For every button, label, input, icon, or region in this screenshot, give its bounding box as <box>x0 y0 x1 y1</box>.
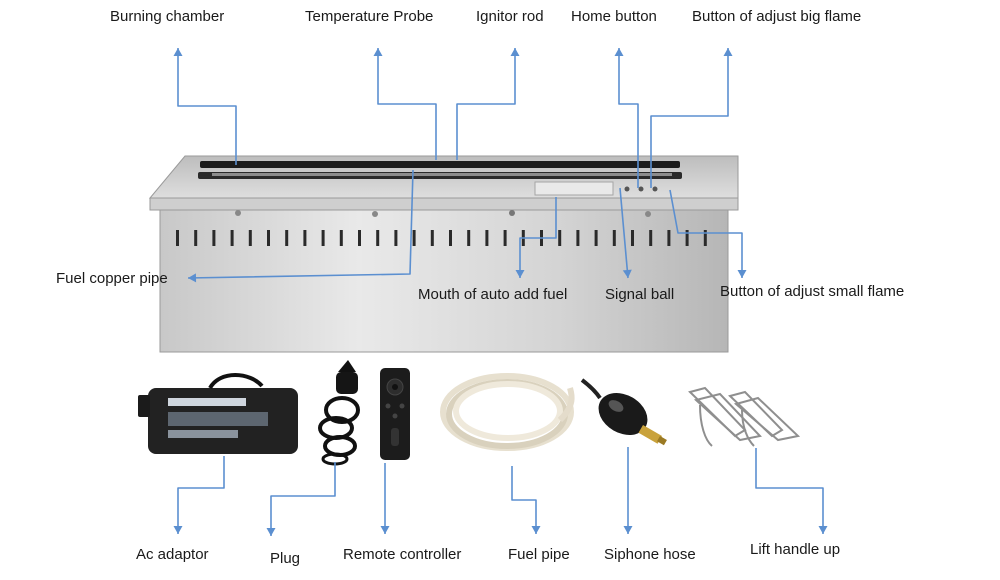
vent-slot <box>430 230 434 246</box>
label-lift-handle-up: Lift handle up <box>750 541 841 558</box>
leader-ignitor-rod <box>456 48 520 160</box>
vent-slot <box>194 230 198 246</box>
ac-adaptor-image <box>138 373 298 454</box>
vent-slot <box>594 230 598 246</box>
vent-slots <box>176 230 707 246</box>
vent-slot <box>376 230 380 246</box>
label-mouth-auto-add-fuel: Mouth of auto add fuel <box>418 286 568 303</box>
label-burning-chamber: Burning chamber <box>110 8 225 25</box>
label-signal-ball: Signal ball <box>605 286 675 303</box>
label-temperature-probe: Temperature Probe <box>305 8 434 25</box>
burning-chamber-slot <box>200 161 680 168</box>
arrow-head <box>723 48 733 56</box>
leader-siphone-hose <box>623 447 633 534</box>
remote-controller-image <box>380 368 410 460</box>
leader-remote-controller <box>380 463 390 534</box>
label-fuel-copper-pipe: Fuel copper pipe <box>56 270 168 287</box>
vent-slot <box>703 230 707 246</box>
leader-mouth-auto-fuel <box>515 197 557 278</box>
vent-slot <box>449 230 452 246</box>
leader-ac-adaptor <box>173 456 225 534</box>
siphone-hose-image <box>580 378 667 446</box>
label-button-big-flame: Button of adjust big flame <box>692 8 862 25</box>
arrow-head <box>614 48 624 56</box>
leader-big-flame <box>650 48 733 188</box>
label-fuel-pipe: Fuel pipe <box>508 546 570 563</box>
arrow-head <box>515 270 525 278</box>
vent-slot <box>631 230 634 246</box>
arrow-head <box>737 270 747 278</box>
label-remote-controller: Remote controller <box>343 546 462 563</box>
leader-small-flame <box>669 189 747 278</box>
label-siphone-hose: Siphone hose <box>604 546 696 563</box>
vent-slot <box>394 230 398 246</box>
vent-slot <box>612 230 616 246</box>
arrow-head <box>373 48 383 56</box>
leader-lift-handle <box>755 448 828 534</box>
vent-slot <box>358 230 361 246</box>
vent-slot <box>558 230 562 246</box>
arrow-head <box>173 526 183 534</box>
vent-slot <box>303 230 307 246</box>
leader-signal-ball <box>619 187 632 279</box>
label-ac-adaptor: Ac adaptor <box>136 546 209 563</box>
leader-lines <box>173 48 828 536</box>
vent-slot <box>467 230 471 246</box>
leader-home-button <box>614 48 639 188</box>
label-plug: Plug <box>270 550 301 567</box>
arrow-head <box>818 526 828 534</box>
burner-unit <box>148 155 739 353</box>
vent-slot <box>248 230 252 246</box>
arrow-head <box>623 526 633 534</box>
arrow-head <box>266 528 276 536</box>
vent-slot <box>176 230 179 246</box>
leader-fuel-pipe <box>511 466 541 534</box>
leader-burning-chamber <box>173 48 237 165</box>
vent-slot <box>649 230 653 246</box>
arrow-head <box>380 526 390 534</box>
vent-slot <box>503 230 507 246</box>
label-button-small-flame: Button of adjust small flame <box>720 283 905 300</box>
arrow-head <box>531 526 541 534</box>
burner-front-panel <box>149 197 739 211</box>
vent-slot <box>321 230 325 246</box>
label-ignitor-rod: Ignitor rod <box>476 8 544 25</box>
arrow-head <box>510 48 520 56</box>
label-home-button: Home button <box>571 8 657 25</box>
vent-slot <box>285 230 289 246</box>
vent-slot <box>667 230 671 246</box>
leader-fuel-copper-pipe <box>187 169 414 283</box>
fuel-mouth-plate <box>534 181 614 196</box>
vent-slot <box>230 230 234 246</box>
fuel-pipe-image <box>440 373 575 451</box>
lift-handle-image <box>688 386 801 447</box>
vent-slot <box>339 230 343 246</box>
arrow-head <box>173 48 183 56</box>
arrow-head <box>622 269 632 278</box>
arrow-head <box>188 273 197 283</box>
home-button-dot <box>624 186 630 192</box>
vent-slot <box>267 230 270 246</box>
vent-slot <box>485 230 489 246</box>
vent-slot <box>685 230 689 246</box>
plug-image <box>318 360 360 466</box>
vent-slot <box>576 230 580 246</box>
leader-temperature-probe <box>373 48 437 160</box>
leader-plug <box>266 462 336 536</box>
vent-slot <box>412 230 416 246</box>
burner-body <box>159 209 729 353</box>
vent-slot <box>212 230 216 246</box>
